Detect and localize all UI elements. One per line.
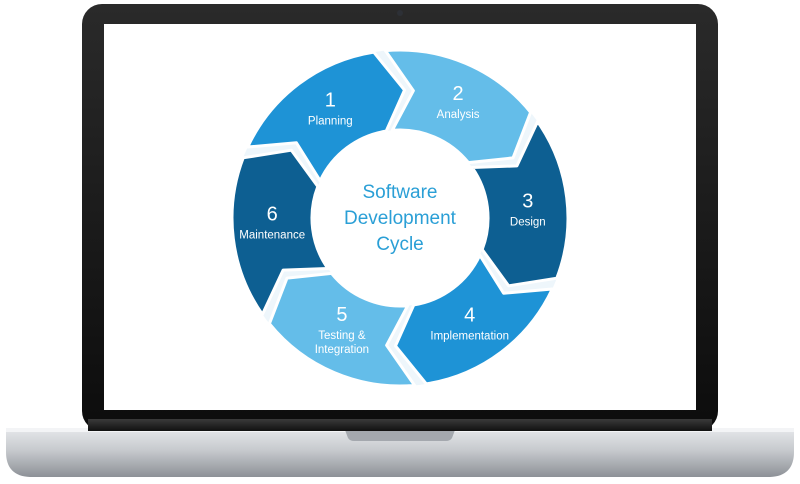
- segment-1-label: Planning: [308, 116, 353, 128]
- segment-5-number: 5: [336, 304, 347, 326]
- hinge: [88, 419, 712, 431]
- segment-6-number: 6: [267, 204, 278, 226]
- center-title-line: Software: [363, 182, 438, 203]
- cycle-segment-1: [246, 50, 406, 183]
- cycle-segment-3: [470, 120, 570, 288]
- segment-2-label: Analysis: [437, 109, 480, 121]
- segment-5-label: Integration: [315, 344, 369, 356]
- center-title-line: Cycle: [376, 234, 424, 255]
- center-title-line: Development: [344, 208, 457, 229]
- segment-2-number: 2: [453, 83, 464, 105]
- segment-1-number: 1: [325, 90, 336, 112]
- segment-5-label: Testing &: [318, 330, 366, 342]
- cycle-segment-6: [230, 148, 330, 316]
- cycle-segment-2: [383, 48, 533, 165]
- laptop-base: [6, 428, 794, 477]
- segment-6-label: Maintenance: [239, 230, 305, 242]
- cycle-segment-4: [394, 253, 554, 386]
- webcam: [397, 10, 403, 16]
- center-circle: [314, 132, 486, 304]
- segment-3-number: 3: [522, 190, 533, 212]
- segment-3-label: Design: [510, 216, 546, 228]
- segment-4-label: Implementation: [430, 330, 509, 342]
- segment-4-number: 4: [464, 304, 475, 326]
- trackpad-notch: [345, 430, 455, 441]
- cycle-segment-5: [267, 271, 417, 388]
